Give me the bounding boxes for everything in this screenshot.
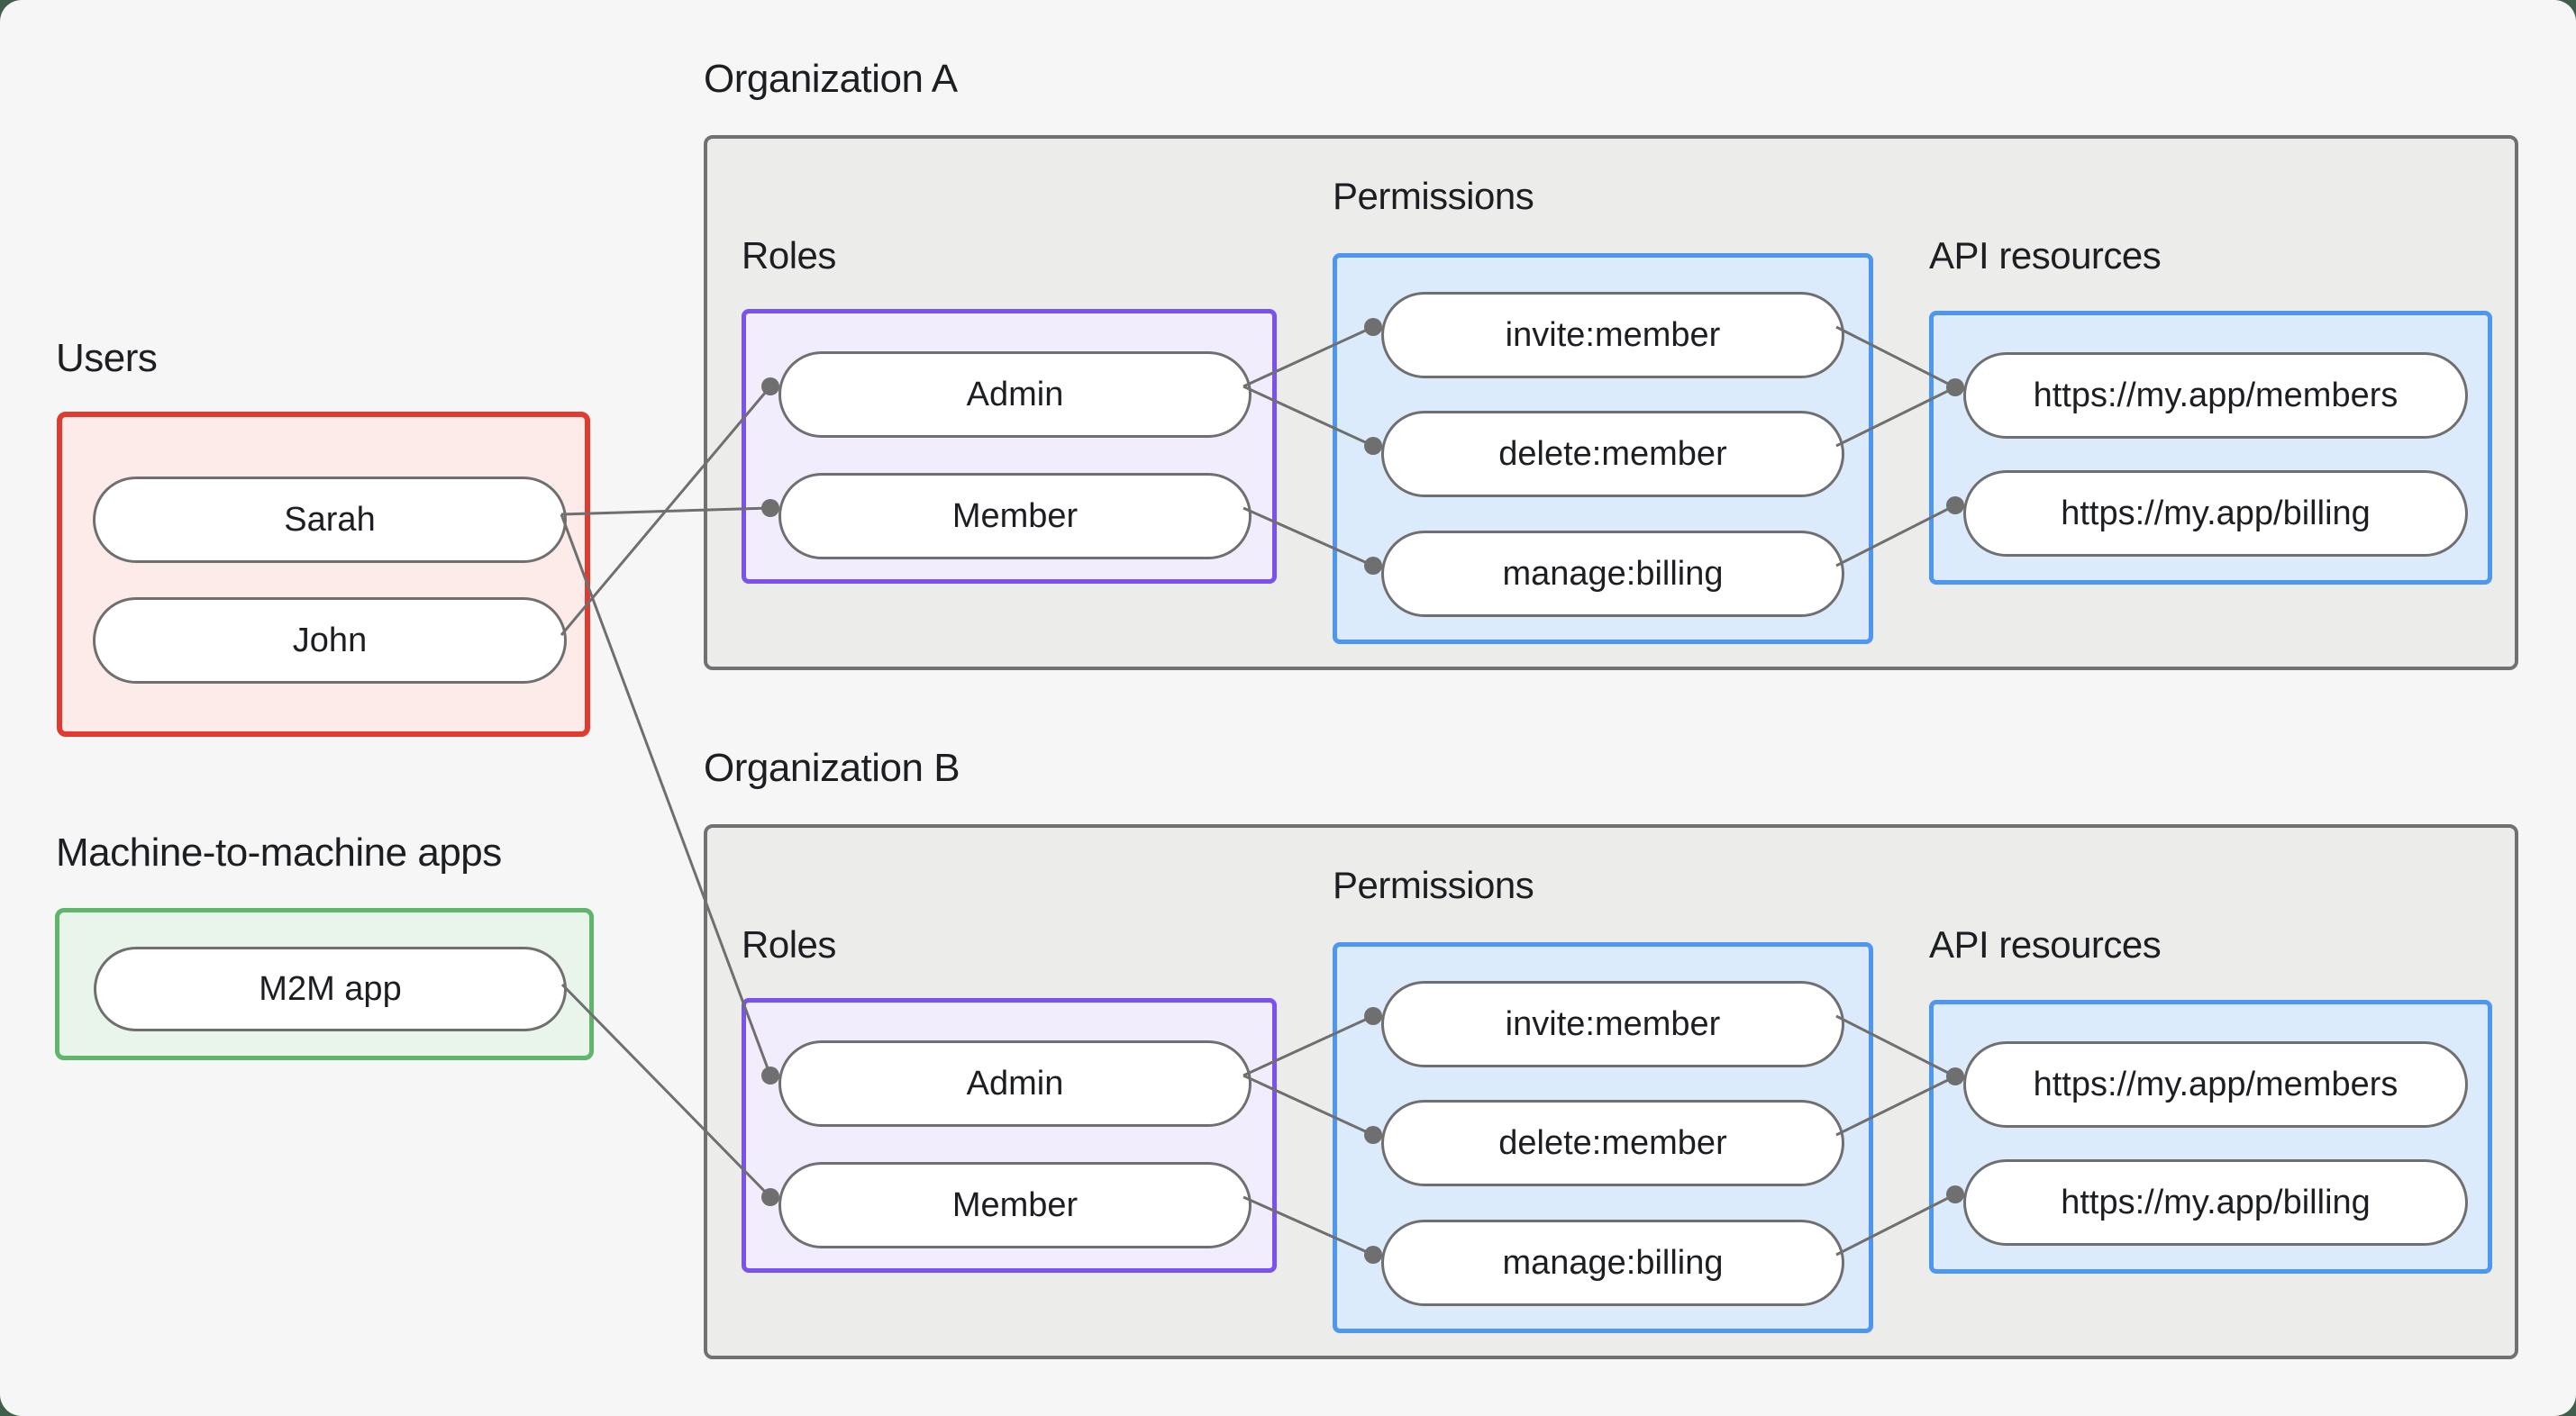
org-b-resource-billing-label: https://my.app/billing <box>2061 1183 2371 1221</box>
m2m-app-node-label: M2M app <box>259 969 402 1008</box>
m2m-group-box: M2M app <box>55 908 594 1060</box>
org-b-role-admin: Admin <box>778 1040 1252 1127</box>
org-b-permissions-box: invite:member delete:member manage:billi… <box>1333 942 1873 1333</box>
org-a-roles-label: Roles <box>742 234 836 277</box>
org-b-permission-delete-label: delete:member <box>1498 1123 1727 1162</box>
organization-b-title: Organization B <box>704 746 960 790</box>
m2m-app-node: M2M app <box>94 947 567 1031</box>
organization-a-group: Organization A Roles Admin Member Permis… <box>704 56 2518 670</box>
org-b-permission-invite-label: invite:member <box>1505 1004 1721 1043</box>
users-section-label: Users <box>56 336 158 380</box>
org-b-resource-billing: https://my.app/billing <box>1963 1159 2468 1246</box>
organization-b-box: Roles Admin Member Permissions invite:me… <box>704 824 2518 1359</box>
org-a-roles-box: Admin Member <box>742 309 1277 584</box>
org-b-role-admin-label: Admin <box>966 1064 1064 1103</box>
organization-b-group: Organization B Roles Admin Member Permis… <box>704 745 2518 1359</box>
users-group-box: Sarah John <box>57 412 590 737</box>
organization-a-box: Roles Admin Member Permissions invite:me… <box>704 135 2518 670</box>
org-a-permission-delete-label: delete:member <box>1498 434 1727 473</box>
org-a-role-member-label: Member <box>951 496 1079 535</box>
org-a-resource-members-label: https://my.app/members <box>2033 376 2399 414</box>
org-a-role-admin-label: Admin <box>966 375 1064 413</box>
org-a-api-box: https://my.app/members https://my.app/bi… <box>1929 311 2492 585</box>
org-a-resource-billing: https://my.app/billing <box>1963 470 2468 557</box>
org-a-permission-invite-label: invite:member <box>1505 315 1721 354</box>
org-b-resource-members-label: https://my.app/members <box>2033 1065 2399 1103</box>
org-b-permission-manage-label: manage:billing <box>1502 1243 1724 1282</box>
m2m-section-label: Machine-to-machine apps <box>56 831 502 875</box>
user-node-sarah-label: Sarah <box>284 500 376 539</box>
user-node-sarah: Sarah <box>93 477 567 563</box>
org-b-resource-members: https://my.app/members <box>1963 1041 2468 1128</box>
org-b-permission-delete: delete:member <box>1381 1100 1844 1186</box>
org-a-permission-delete: delete:member <box>1381 411 1844 497</box>
org-b-role-member: Member <box>778 1162 1252 1248</box>
org-a-permissions-box: invite:member delete:member manage:billi… <box>1333 253 1873 644</box>
org-b-api-label: API resources <box>1929 923 2162 966</box>
org-b-roles-label: Roles <box>742 923 836 966</box>
org-a-resource-billing-label: https://my.app/billing <box>2061 494 2371 532</box>
org-a-permissions-label: Permissions <box>1333 175 1534 217</box>
user-node-john-label: John <box>292 621 368 659</box>
org-a-role-admin: Admin <box>778 351 1252 438</box>
org-a-api-label: API resources <box>1929 234 2162 277</box>
organization-a-title: Organization A <box>704 57 958 101</box>
org-a-permission-invite: invite:member <box>1381 292 1844 378</box>
org-a-role-member: Member <box>778 473 1252 559</box>
org-b-api-box: https://my.app/members https://my.app/bi… <box>1929 1000 2492 1274</box>
org-a-permission-manage-label: manage:billing <box>1502 554 1724 593</box>
org-a-permission-manage: manage:billing <box>1381 531 1844 617</box>
org-b-permission-manage: manage:billing <box>1381 1220 1844 1306</box>
org-b-role-member-label: Member <box>951 1185 1079 1224</box>
org-b-permission-invite: invite:member <box>1381 981 1844 1067</box>
user-node-john: John <box>93 597 567 684</box>
org-b-roles-box: Admin Member <box>742 998 1277 1273</box>
org-b-permissions-label: Permissions <box>1333 864 1534 906</box>
org-a-resource-members: https://my.app/members <box>1963 352 2468 439</box>
